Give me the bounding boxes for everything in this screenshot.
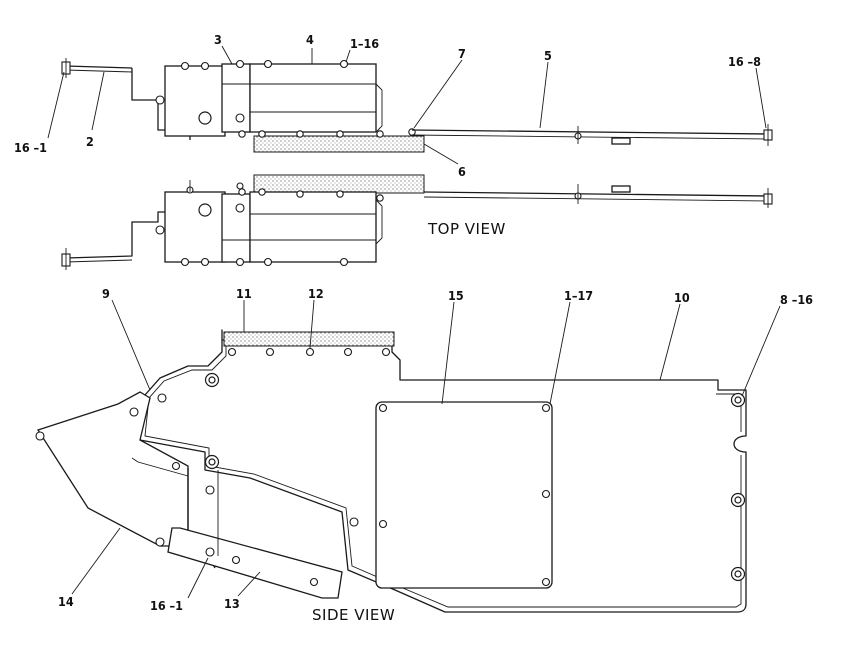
callout-16-1-top: 16 –1: [14, 140, 47, 155]
callout-2: 2: [86, 134, 94, 149]
callout-10: 10: [674, 290, 690, 305]
callout-7: 7: [458, 46, 466, 61]
callout-13: 13: [224, 596, 240, 611]
part-6-strip-top: [253, 135, 425, 153]
part-11-bar: [223, 331, 395, 347]
part-10-side-plate: [139, 329, 747, 613]
callout-16-8: 16 –8: [728, 54, 761, 69]
callout-9: 9: [102, 286, 110, 301]
top-view-title: TOP VIEW: [427, 220, 506, 238]
callout-15: 15: [448, 288, 464, 303]
part-13-bar: [167, 527, 343, 599]
callout-14: 14: [58, 594, 74, 609]
side-view: [35, 329, 747, 613]
part-15-cover-plate: [375, 401, 553, 589]
callout-16-1-side: 16 –1: [150, 598, 183, 613]
leader-lines: [47, 45, 781, 599]
callout-3: 3: [214, 32, 222, 47]
callout-4: 4: [306, 32, 314, 47]
callout-12: 12: [308, 286, 324, 301]
callout-1-17: 1–17: [564, 288, 593, 303]
part-4-body-top: [249, 63, 377, 133]
callout-6: 6: [458, 164, 466, 179]
callout-8-16: 8 –16: [780, 292, 813, 307]
callout-5: 5: [544, 48, 552, 63]
callout-1-16: 1–16: [350, 36, 379, 51]
part-3-housing-top: [164, 65, 226, 137]
callout-11: 11: [236, 286, 252, 301]
callout-labels: 16 –1 2 3 4 1–16 7 5 16 –8 6 TOP VIEW 9 …: [14, 32, 813, 624]
top-view-upper: [61, 58, 773, 153]
top-view-lower: [61, 174, 773, 270]
part-14-chute: [36, 391, 189, 547]
side-view-title: SIDE VIEW: [312, 606, 395, 624]
part-5-rod-top: [411, 129, 769, 135]
